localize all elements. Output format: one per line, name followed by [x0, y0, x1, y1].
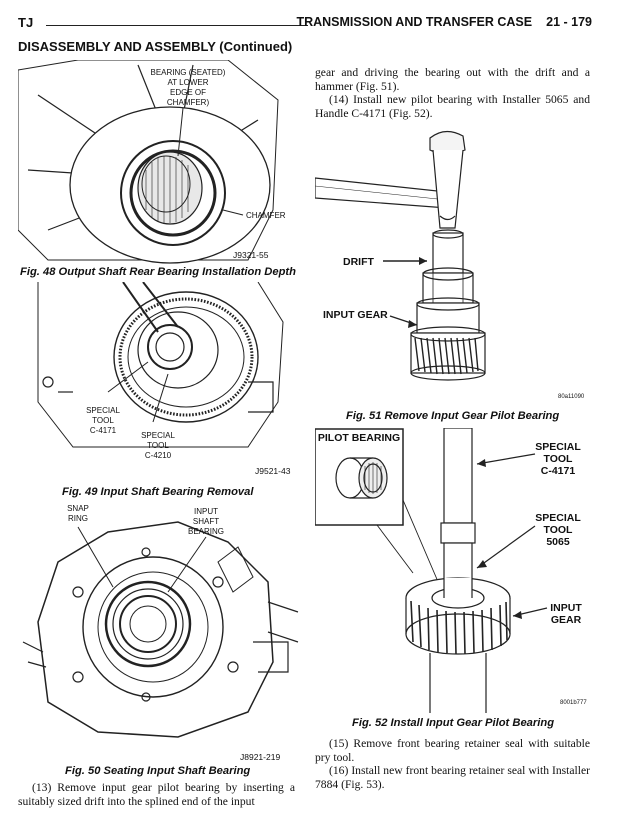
- paragraph-16: (16) Install new front bearing retainer …: [315, 764, 590, 791]
- fig52-tool1-line1: SPECIAL: [535, 441, 581, 453]
- fig49-tool2-line1: SPECIAL: [141, 431, 175, 440]
- fig51-drift-label: DRIFT: [343, 256, 374, 268]
- fig49-tool2-line2: TOOL: [147, 441, 169, 450]
- fig52-tool2-line3: 5065: [546, 536, 570, 548]
- figure-51-illustration: DRIFT INPUT GEAR 80a11090: [315, 130, 585, 400]
- fig52-code: 8001b777: [560, 700, 587, 706]
- fig49-code: J9521-43: [255, 466, 291, 476]
- fig48-bearing-label-line1: BEARING (SEATED): [151, 68, 226, 77]
- figure-52: PILOT BEARING SPECIAL TOOL C-4171 SPECIA…: [315, 428, 590, 713]
- fig49-tool2-line3: C-4210: [145, 451, 172, 460]
- fig52-gear-line1: INPUT: [550, 602, 582, 614]
- figure-51: DRIFT INPUT GEAR 80a11090: [315, 128, 590, 408]
- fig50-input-line2: SHAFT: [193, 517, 219, 526]
- fig49-caption: Fig. 49 Input Shaft Bearing Removal: [62, 486, 254, 498]
- fig50-caption: Fig. 50 Seating Input Shaft Bearing: [65, 765, 251, 777]
- fig51-caption: Fig. 51 Remove Input Gear Pilot Bearing: [346, 410, 560, 422]
- paragraph-14: (14) Install new pilot bearing with Inst…: [315, 93, 590, 120]
- fig51-input-gear-label: INPUT GEAR: [323, 309, 388, 321]
- header-right: TRANSMISSION AND TRANSFER CASE 21 - 179: [296, 15, 592, 29]
- fig50-snap-line2: RING: [68, 514, 88, 523]
- figure-50: SNAP RING INPUT SHAFT BEARING J8921-219: [18, 502, 308, 764]
- header-rule: [46, 25, 308, 26]
- fig52-tool2-line2: TOOL: [544, 524, 574, 536]
- fig50-snap-line1: SNAP: [67, 504, 89, 513]
- fig48-chamfer-label: CHAMFER: [246, 211, 286, 220]
- section-title: DISASSEMBLY AND ASSEMBLY (Continued): [18, 39, 293, 54]
- fig49-tool1-line1: SPECIAL: [86, 406, 120, 415]
- left-paragraph-13: (13) Remove input gear pilot bearing by …: [18, 781, 295, 808]
- fig51-code: 80a11090: [558, 394, 585, 400]
- fig52-tool1-line3: C-4171: [541, 465, 576, 477]
- page-number: 21 - 179: [546, 15, 592, 29]
- header-title: TRANSMISSION AND TRANSFER CASE: [296, 15, 533, 29]
- fig48-bearing-label-line4: CHAMFER): [167, 98, 210, 107]
- figure-49: SPECIAL TOOL C-4171 SPECIAL TOOL C-4210 …: [18, 282, 308, 477]
- fig49-tool1-line2: TOOL: [92, 416, 114, 425]
- fig52-pilot-bearing-label: PILOT BEARING: [318, 432, 400, 444]
- header-left-code: TJ: [18, 15, 34, 30]
- paragraph-13: (13) Remove input gear pilot bearing by …: [18, 781, 295, 808]
- fig49-tool1-line3: C-4171: [90, 426, 117, 435]
- fig52-tool1-line2: TOOL: [544, 453, 574, 465]
- fig48-bearing-label-line3: EDGE OF: [170, 88, 206, 97]
- paragraph-13-continued: gear and driving the bearing out with th…: [315, 66, 590, 93]
- right-top-text: gear and driving the bearing out with th…: [315, 66, 590, 120]
- figure-49-illustration: SPECIAL TOOL C-4171 SPECIAL TOOL C-4210 …: [37, 282, 291, 476]
- fig52-tool2-line1: SPECIAL: [535, 512, 581, 524]
- fig52-caption: Fig. 52 Install Input Gear Pilot Bearing: [352, 717, 555, 729]
- fig48-caption: Fig. 48 Output Shaft Rear Bearing Instal…: [20, 266, 296, 278]
- figure-52-illustration: PILOT BEARING SPECIAL TOOL C-4171 SPECIA…: [315, 428, 587, 713]
- fig52-gear-line2: GEAR: [551, 614, 582, 626]
- fig50-input-line3: BEARING: [188, 527, 224, 536]
- figure-48-illustration: BEARING (SEATED) AT LOWER EDGE OF CHAMFE…: [18, 60, 286, 264]
- paragraph-15: (15) Remove front bearing retainer seal …: [315, 737, 590, 764]
- right-bottom-text: (15) Remove front bearing retainer seal …: [315, 737, 590, 791]
- fig50-code: J8921-219: [240, 752, 280, 762]
- fig48-bearing-label-line2: AT LOWER: [167, 78, 208, 87]
- figure-50-illustration: SNAP RING INPUT SHAFT BEARING J8921-219: [22, 504, 299, 762]
- fig48-code: J9321-55: [233, 250, 269, 260]
- fig50-input-line1: INPUT: [194, 507, 218, 516]
- figure-48: BEARING (SEATED) AT LOWER EDGE OF CHAMFE…: [18, 60, 308, 265]
